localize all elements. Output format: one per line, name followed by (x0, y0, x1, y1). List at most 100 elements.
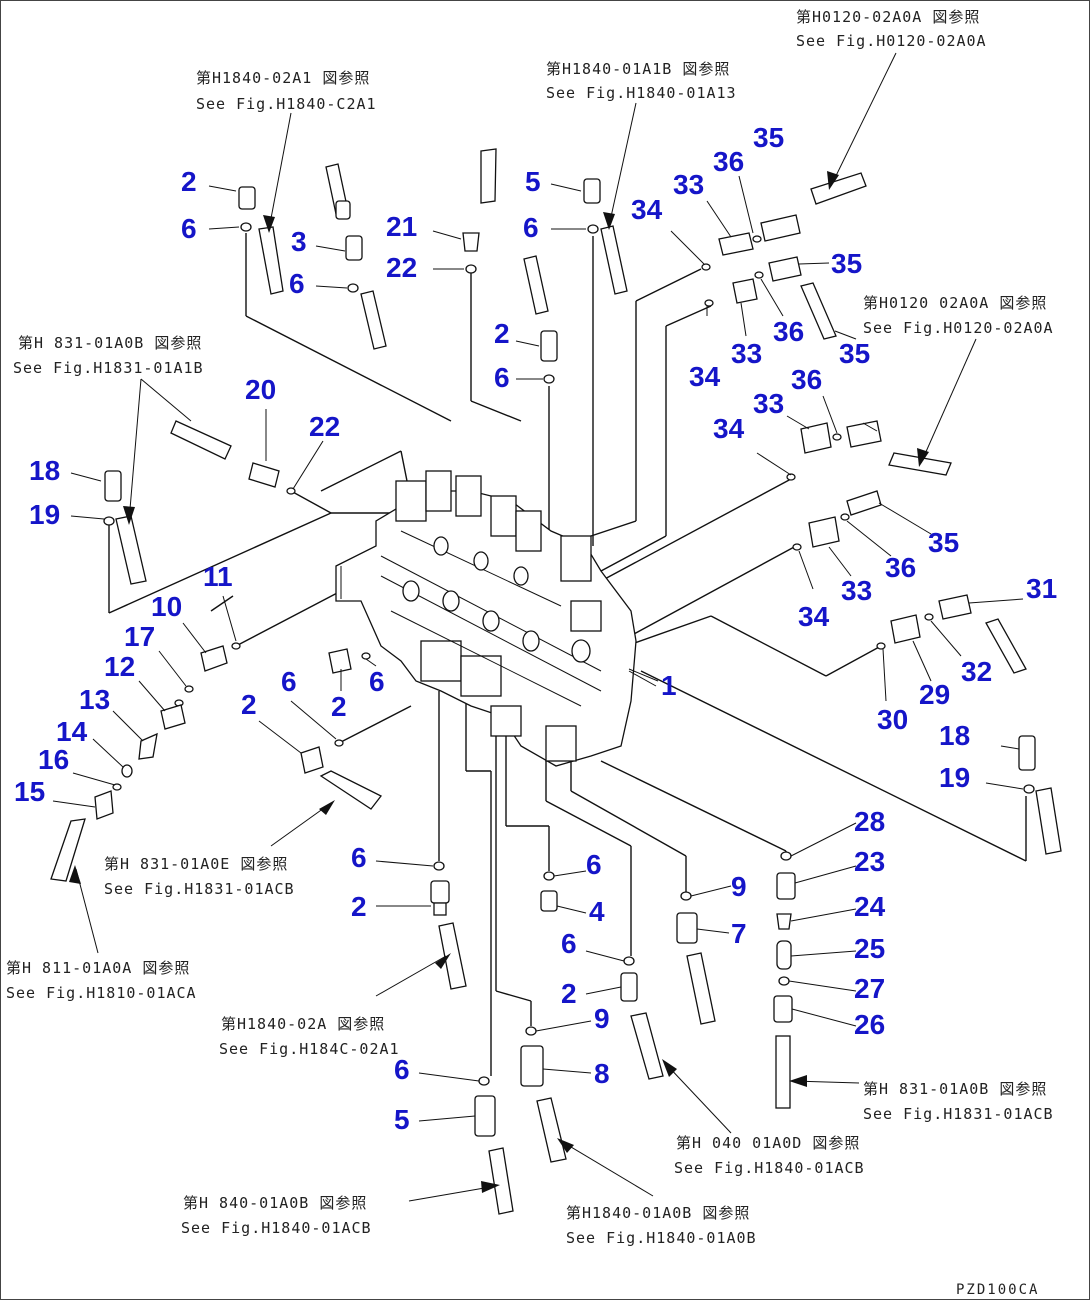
callout: 30 (877, 704, 908, 735)
fittings-and-hoses (50, 148, 1062, 1215)
reference-en: See Fig.H1840-01ACB (674, 1159, 865, 1177)
callout: 6 (494, 362, 510, 393)
reference-en: See Fig.H1840-01A0B (566, 1229, 757, 1247)
callout: 21 (386, 211, 417, 242)
callout: 29 (919, 679, 950, 710)
callout: 9 (594, 1003, 610, 1034)
reference-en: See Fig.H1840-01A13 (546, 84, 737, 102)
callout: 28 (854, 806, 885, 837)
reference-en: See Fig.H0120-02A0A (863, 319, 1054, 337)
callout: 9 (731, 871, 747, 902)
callout: 23 (854, 846, 885, 877)
callout: 6 (181, 213, 197, 244)
callout: 13 (79, 684, 110, 715)
reference-jp: 第H1840-02A 図参照 (221, 1015, 385, 1033)
reference-jp: 第H0120 02A0A 図参照 (863, 294, 1047, 312)
leader-lines (52, 175, 1024, 1122)
figure-references: 第H1840-02A1 図参照 See Fig.H1840-C2A1 第H184… (6, 8, 1054, 1247)
reference-jp: 第H 811-01A0A 図参照 (6, 959, 190, 977)
callout: 18 (939, 720, 970, 751)
callout: 2 (181, 166, 197, 197)
reference-en: See Fig.H1840-01ACB (181, 1219, 372, 1237)
callout: 34 (631, 194, 663, 225)
callout: 12 (104, 651, 135, 682)
reference-en: See Fig.H1810-01ACA (6, 984, 197, 1002)
callout: 33 (731, 338, 762, 369)
callout: 36 (791, 364, 822, 395)
callout: 6 (561, 928, 577, 959)
callout: 6 (523, 212, 539, 243)
callout: 32 (961, 656, 992, 687)
callout: 5 (394, 1104, 410, 1135)
callout: 36 (773, 316, 804, 347)
callout: 22 (386, 252, 417, 283)
callout: 7 (731, 918, 747, 949)
callout: 1 (661, 670, 677, 701)
callout: 33 (841, 575, 872, 606)
callout: 22 (309, 411, 340, 442)
callout: 27 (854, 973, 885, 1004)
callout: 19 (29, 499, 60, 530)
reference-jp: 第H1840-02A1 図参照 (196, 69, 370, 87)
callout: 36 (713, 146, 744, 177)
callout: 34 (798, 601, 830, 632)
callout: 25 (854, 933, 885, 964)
callout: 6 (281, 666, 297, 697)
callout: 11 (203, 561, 233, 592)
callout: 2 (561, 978, 577, 1009)
callout: 4 (589, 896, 605, 927)
callout: 24 (854, 891, 886, 922)
callout: 18 (29, 455, 60, 486)
reference-arrows (69, 52, 977, 1202)
callout: 26 (854, 1009, 885, 1040)
reference-jp: 第H 831-01A0E 図参照 (104, 855, 288, 873)
callout: 6 (394, 1054, 410, 1085)
callout: 10 (151, 591, 182, 622)
callout: 6 (369, 666, 385, 697)
reference-en: See Fig.H184C-02A1 (219, 1040, 400, 1058)
callout: 35 (831, 248, 862, 279)
callout: 35 (928, 527, 959, 558)
drawing-code: PZD100CA (956, 1282, 1039, 1298)
callout: 2 (494, 318, 510, 349)
reference-jp: 第H 831-01A0B 図参照 (863, 1080, 1047, 1098)
callout: 33 (753, 388, 784, 419)
callout: 15 (14, 776, 45, 807)
callout: 2 (241, 689, 257, 720)
callout: 5 (525, 166, 541, 197)
callout: 31 (1026, 573, 1057, 604)
callout-numbers: 2 6 3 6 21 22 5 6 2 6 34 33 36 35 35 36 … (14, 122, 1057, 1135)
reference-jp: 第H 040 01A0D 図参照 (676, 1134, 860, 1152)
callout: 14 (56, 716, 88, 747)
callout: 2 (351, 891, 367, 922)
reference-en: See Fig.H1840-C2A1 (196, 95, 377, 113)
callout: 19 (939, 762, 970, 793)
callout: 6 (586, 849, 602, 880)
callout: 17 (124, 621, 155, 652)
reference-en: See Fig.H1831-01ACB (104, 880, 295, 898)
callout: 6 (351, 842, 367, 873)
reference-jp: 第H 831-01A0B 図参照 (18, 334, 202, 352)
reference-en: See Fig.H0120-02A0A (796, 32, 987, 50)
reference-jp: 第H1840-01A1B 図参照 (546, 60, 730, 78)
callout: 36 (885, 552, 916, 583)
reference-jp: 第H 840-01A0B 図参照 (183, 1194, 367, 1212)
callout: 34 (713, 413, 745, 444)
reference-jp: 第H1840-01A0B 図参照 (566, 1204, 750, 1222)
callout: 33 (673, 169, 704, 200)
callout: 6 (289, 268, 305, 299)
callout: 2 (331, 691, 347, 722)
callout: 35 (839, 338, 870, 369)
callout: 16 (38, 744, 69, 775)
callout: 20 (245, 374, 276, 405)
callout: 35 (753, 122, 784, 153)
reference-jp: 第H0120-02A0A 図参照 (796, 8, 980, 26)
callout: 3 (291, 226, 307, 257)
callout: 34 (689, 361, 721, 392)
reference-en: See Fig.H1831-01A1B (13, 359, 204, 377)
callout: 8 (594, 1058, 610, 1089)
reference-en: See Fig.H1831-01ACB (863, 1105, 1054, 1123)
main-control-valve-body (335, 470, 637, 767)
